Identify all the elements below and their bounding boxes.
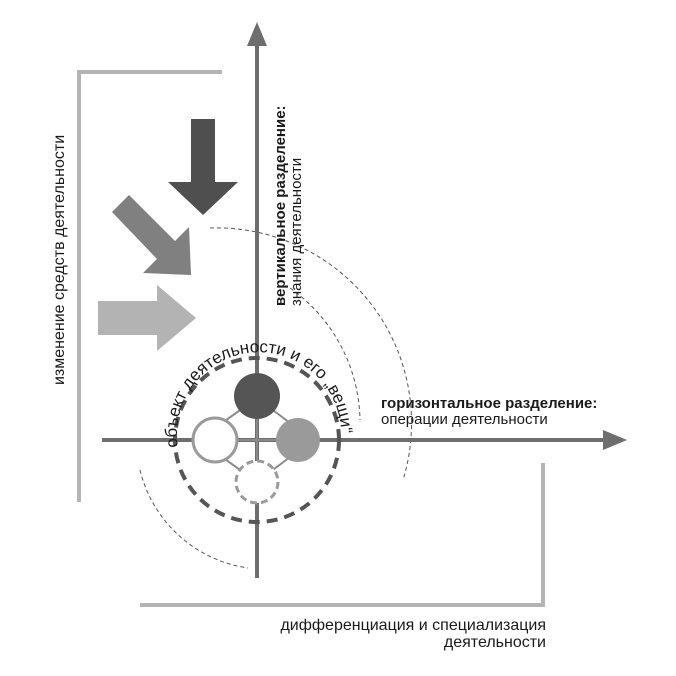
bottom-right-bracket (140, 463, 545, 607)
inner-dashed-arc (289, 287, 361, 421)
horizontal-axis-title: горизонтальное разделение: (381, 395, 597, 412)
horizontal-axis-subtitle: операции деятельности (381, 411, 548, 428)
node-bottom-dashed (234, 459, 280, 505)
left-vertical-label: изменение средств деятельности (51, 135, 68, 385)
vertical-axis-subtitle: знания деятельности (288, 158, 305, 306)
vertical-axis-title: вертикальное разделение: (272, 105, 289, 306)
arrow-diagonal-icon (112, 195, 191, 275)
node-right-gray (276, 418, 320, 462)
lower-left-dashed-arc (139, 469, 249, 569)
bottom-label-line1: дифференциация и специализация (280, 617, 546, 634)
outer-dashed-arc (209, 227, 413, 481)
top-left-bracket (77, 70, 222, 502)
bottom-label-line2: деятельности (444, 634, 546, 651)
vertical-axis-arrowhead (247, 22, 267, 46)
arrow-down-icon (168, 119, 238, 215)
horizontal-axis-arrowhead (603, 430, 627, 450)
arrow-right-icon (98, 285, 196, 351)
object-dashed-circle (173, 356, 341, 524)
node-left-outline (191, 416, 239, 464)
node-top-dark (234, 373, 280, 419)
